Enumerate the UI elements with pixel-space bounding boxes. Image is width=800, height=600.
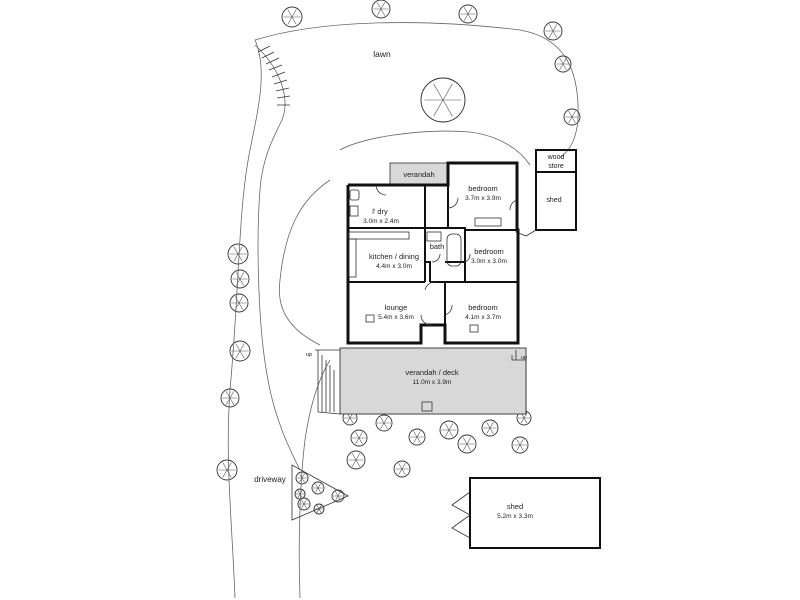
tree-branches — [295, 490, 305, 498]
wardrobe-bed1 — [474, 217, 502, 227]
deck-steps-left — [315, 349, 341, 415]
bath-name: bath — [430, 242, 445, 251]
kitchen-name: kitchen / dining — [369, 252, 419, 261]
shed-large-doors — [451, 491, 471, 539]
tree-branches — [373, 2, 389, 16]
tree-branches — [352, 431, 366, 445]
bedroom1-size: 3.7m x 3.9m — [465, 195, 501, 202]
heater-lounge — [365, 314, 375, 323]
tree-branches — [312, 483, 324, 493]
shed-small-outline — [535, 171, 577, 231]
tree-branches — [377, 416, 391, 430]
tree-branches — [565, 110, 579, 124]
tree-branches — [283, 9, 301, 25]
lawn-boundary-outer — [227, 22, 579, 599]
tree-branches — [441, 423, 457, 437]
verandah-deck-size: 11.0m x 3.9m — [413, 379, 452, 386]
tree-branches — [545, 24, 561, 38]
shed-large-outline — [469, 477, 601, 549]
toilet — [349, 189, 360, 201]
driveway-steps — [257, 45, 291, 106]
tree-branches — [344, 412, 356, 424]
tree-branches — [298, 499, 310, 509]
deck-steps-right — [511, 350, 527, 414]
up-label-right: up — [521, 355, 527, 361]
house-outer-walls — [346, 161, 520, 345]
verandah-deck-area — [339, 347, 527, 415]
tree-symbols — [216, 0, 581, 515]
lawn-boundary-inner — [278, 130, 531, 599]
driveway-label: driveway — [254, 475, 286, 484]
garden-bed — [291, 464, 349, 521]
tree-branches — [348, 453, 364, 467]
tree-branches — [459, 437, 475, 451]
tree-branches — [410, 430, 424, 444]
tree-branches — [483, 421, 497, 435]
kitchen-size: 4.4m x 3.0m — [376, 263, 412, 270]
kitchen-bench — [348, 231, 410, 240]
tree-branches — [460, 7, 476, 21]
wood-store-label-2: store — [548, 163, 564, 170]
shed-large-size: 5.2m x 3.3m — [497, 513, 533, 520]
tree-branches — [518, 412, 530, 424]
verandah-deck-name: verandah / deck — [405, 368, 459, 377]
kitchen-bench-side — [348, 238, 357, 278]
bedroom3-size: 4.1m x 3.7m — [465, 314, 501, 321]
bedroom2-name: bedroom — [474, 247, 504, 256]
shed-large-name: shed — [507, 502, 523, 511]
verandah-rear-label: verandah — [403, 170, 434, 179]
lounge-name: lounge — [385, 303, 408, 312]
tree-branches — [296, 473, 308, 483]
lawn-label: lawn — [373, 49, 391, 59]
tree-branches — [395, 462, 409, 476]
tree-branches — [424, 83, 462, 117]
tree-branches — [231, 296, 247, 310]
deck-barbecue — [421, 401, 433, 412]
door-swings — [375, 184, 518, 326]
bath-tub — [446, 233, 462, 267]
tree-branches — [556, 57, 570, 71]
shed-small-label: shed — [546, 197, 561, 204]
driveway-curve — [254, 44, 301, 471]
up-label-left: up — [306, 352, 312, 358]
house-internal-walls — [348, 185, 518, 343]
tree-branches — [513, 438, 527, 452]
tree-branches — [231, 343, 249, 359]
laundry-size: 3.0m x 2.4m — [363, 218, 399, 225]
tree-branches — [229, 246, 247, 262]
bedroom1-name: bedroom — [468, 184, 498, 193]
laundry-name: l' dry — [372, 207, 388, 216]
wood-store-label-1: wood — [547, 154, 565, 161]
heater-bed3 — [469, 324, 479, 333]
tree-branches — [332, 491, 344, 501]
lounge-size: 5.4m x 3.6m — [378, 314, 414, 321]
tree-branches — [222, 391, 238, 405]
bedroom3-name: bedroom — [468, 303, 498, 312]
bedroom2-size: 3.0m x 3.0m — [471, 258, 507, 265]
tree-branches — [232, 272, 248, 286]
laundry-tub — [349, 205, 359, 217]
vanity — [426, 231, 442, 242]
